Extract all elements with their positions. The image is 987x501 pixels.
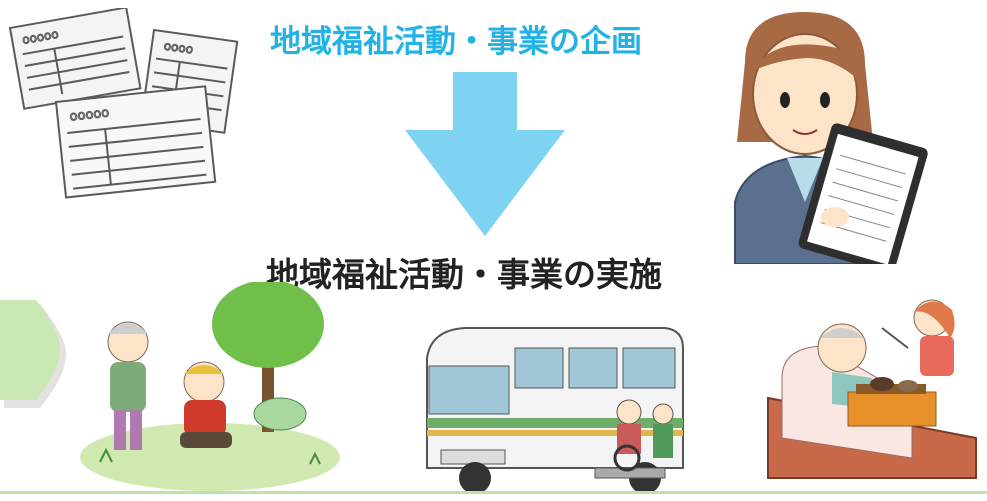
staff-with-clipboard-illustration xyxy=(734,12,928,264)
elderly-gardening-illustration xyxy=(80,282,340,491)
side-tab xyxy=(0,300,66,408)
bottom-divider xyxy=(0,491,987,494)
welfare-bus-illustration xyxy=(426,327,684,494)
meal-assistance-illustration xyxy=(767,299,977,479)
svg-text:ooooo: ooooo xyxy=(69,106,110,125)
planning-heading: 地域福祉活動・事業の企画 xyxy=(270,24,642,60)
svg-text:oooo: oooo xyxy=(163,39,194,57)
svg-text:ooooo: ooooo xyxy=(21,27,60,47)
survey-sheets-illustration: ooooo oooo ooooo xyxy=(8,8,239,199)
down-arrow-icon xyxy=(405,72,565,236)
implementation-heading: 地域福祉活動・事業の実施 xyxy=(266,255,662,294)
